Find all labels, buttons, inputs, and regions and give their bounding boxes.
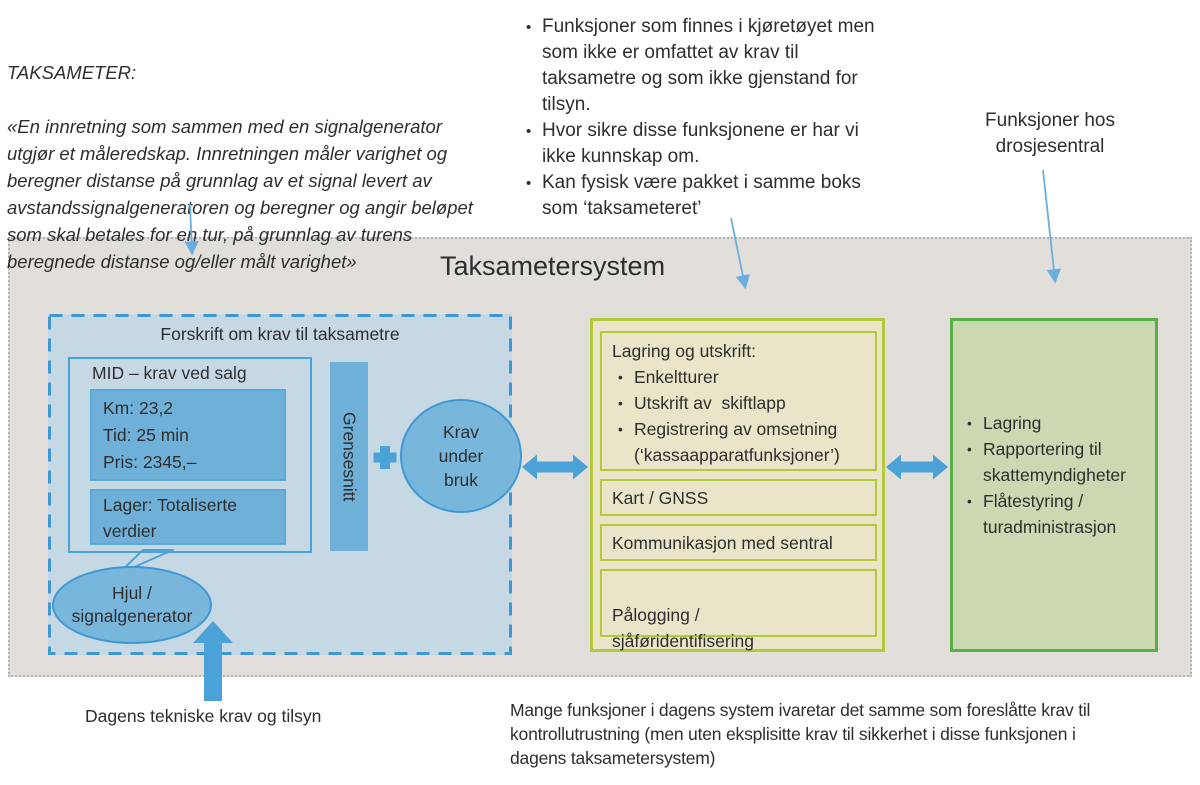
bottom-note: Mange funksjoner i dagens system ivareta… [510, 700, 1091, 768]
bullet-dot: • [967, 494, 972, 509]
bullet-dot: • [967, 416, 972, 431]
kart-gnss-label: Kart / GNSS [612, 488, 709, 508]
krav-under-bruk-ellipse: Krav under bruk [400, 399, 522, 513]
definition-body: «En innretning som sammen med en signalg… [7, 116, 473, 272]
list-item: • Hvor sikre disse funksjonene er har vi… [520, 118, 920, 170]
lagring-title: Lagring og utskrift: [612, 341, 756, 361]
lager-box: Lager: Totaliserte verdier [90, 489, 286, 545]
sentral-bullet: Lagring [983, 413, 1042, 433]
list-item: • Flåtestyring / turadministrasjon [961, 488, 1149, 540]
list-item: • Registrering av omsetning (‘kassaappar… [612, 416, 871, 468]
krav-under-bruk-label: Krav under bruk [438, 422, 484, 490]
drosjesentral-functions-box: • Lagring • Rapportering til skattemyndi… [950, 318, 1158, 652]
definition-title: TAKSAMETER: [7, 62, 137, 83]
taksameter-definition: TAKSAMETER: «En innretning som sammen me… [7, 32, 507, 302]
note-text: Funksjoner som finnes i kjøretøyet men s… [542, 16, 875, 115]
kart-gnss-box: Kart / GNSS [600, 479, 877, 516]
bullet-dot: • [526, 124, 532, 140]
kommunikasjon-label: Kommunikasjon med sentral [612, 533, 833, 553]
sentral-bullet: Flåtestyring / turadministrasjon [983, 491, 1117, 537]
sentral-bullet: Rapportering til skattemyndigheter [983, 439, 1126, 485]
diagram-title: Taksametersystem [440, 251, 666, 281]
kommunikasjon-box: Kommunikasjon med sentral [600, 524, 877, 561]
list-item: • Lagring [961, 410, 1149, 436]
bullet-dot: • [618, 370, 623, 385]
meter-pris: Pris: 2345,– [103, 452, 197, 472]
note-text: Hvor sikre disse funksjonene er har vi i… [542, 120, 859, 167]
bullet-dot: • [967, 442, 972, 457]
list-item: • Kan fysisk være pakket i samme boks so… [520, 170, 920, 222]
mid-krav-title: MID – krav ved salg [92, 363, 247, 383]
lagring-bullet: Utskrift av skiftlapp [634, 393, 786, 413]
grensesnitt-label: Grensesnitt [339, 411, 360, 502]
lagring-utskrift-box: Lagring og utskrift: • Enkeltturer • Uts… [600, 331, 877, 471]
bullet-dot: • [526, 20, 532, 36]
meter-tid: Tid: 25 min [103, 425, 189, 445]
list-item: • Enkeltturer [612, 364, 871, 390]
list-item: • Utskrift av skiftlapp [612, 390, 871, 416]
bullet-dot: • [526, 176, 532, 192]
lager-text: Lager: Totaliserte verdier [103, 495, 237, 541]
meter-values-box: Km: 23,2 Tid: 25 min Pris: 2345,– [90, 389, 286, 481]
forskrift-title: Forskrift om krav til taksametre [160, 324, 400, 344]
note-text: Kan fysisk være pakket i samme boks som … [542, 172, 861, 219]
bullet-dot: • [618, 396, 623, 411]
lagring-bullet: Enkeltturer [634, 367, 719, 387]
list-item: • Rapportering til skattemyndigheter [961, 436, 1149, 488]
hjul-label: Hjul / signalgenerator [71, 583, 193, 626]
palogging-label: Pålogging / sjåføridentifisering [612, 605, 754, 651]
list-item: • Funksjoner som finnes i kjøretøyet men… [520, 14, 920, 118]
palogging-box: Pålogging / sjåføridentifisering [600, 569, 877, 651]
top-notes-list: • Funksjoner som finnes i kjøretøyet men… [520, 14, 920, 222]
hjul-signalgenerator-ellipse: Hjul / signalgenerator [52, 566, 212, 644]
grensesnitt-bar: Grensesnitt [330, 362, 368, 551]
meter-km: Km: 23,2 [103, 398, 174, 418]
dagens-krav-label: Dagens tekniske krav og tilsyn [85, 706, 322, 726]
lagring-bullet: Registrering av omsetning (‘kassaapparat… [634, 419, 840, 465]
drosjesentral-label: Funksjoner hos drosjesentral [985, 110, 1115, 157]
bullet-dot: • [618, 422, 623, 437]
